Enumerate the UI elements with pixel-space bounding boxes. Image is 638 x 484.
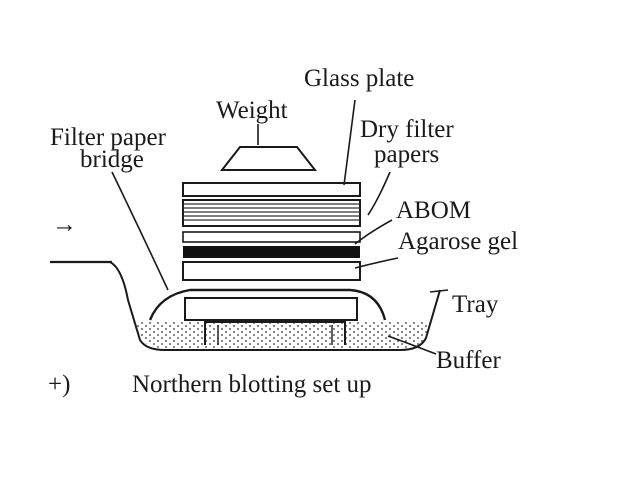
support-platform (204, 321, 346, 345)
left-fragment-bottom: +) (48, 371, 70, 398)
tray-outline (109, 261, 441, 351)
label-filter-paper-bridge-2: bridge (80, 146, 144, 173)
dry-filter-paper-stack (182, 199, 361, 227)
label-weight: Weight (216, 97, 288, 124)
filter-paper-bridge (148, 288, 387, 321)
leader-abom (354, 219, 393, 245)
label-agarose-gel: Agarose gel (398, 228, 518, 255)
abom-membrane (183, 246, 360, 258)
diagram-caption: Northern blotting set up (132, 371, 372, 398)
leader-buffer (387, 335, 437, 355)
weight-block (219, 146, 318, 171)
label-filter-paper-bridge-1: Filter paper (50, 124, 167, 151)
label-buffer: Buffer (436, 347, 501, 374)
membrane-top-layer (182, 231, 361, 243)
label-tray: Tray (452, 291, 499, 318)
support-inner (217, 325, 333, 345)
glass-plate (182, 182, 361, 197)
leader-agarose-gel (354, 257, 399, 269)
leader-glass-plate (343, 99, 356, 186)
agarose-gel-layer (182, 261, 361, 281)
label-glass-plate: Glass plate (304, 65, 414, 92)
label-abom: ABOM (396, 197, 471, 224)
buffer-liquid (133, 322, 430, 348)
leader-dry-filter-papers (367, 171, 391, 216)
label-dry-filter-papers-1: Dry filter (360, 116, 454, 143)
leader-filter-paper-bridge (111, 171, 169, 291)
leader-tray (429, 289, 449, 293)
label-dry-filter-papers-2: papers (374, 141, 439, 168)
left-fragment-top: → (52, 211, 77, 238)
platform-block (184, 297, 358, 321)
